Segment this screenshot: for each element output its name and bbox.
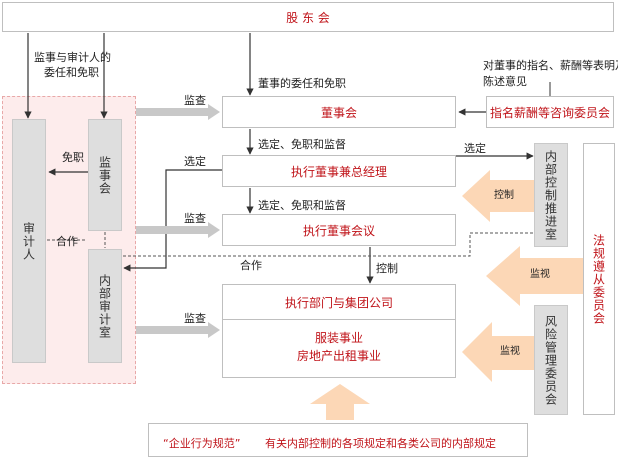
auditor-label: 审计人 [21,221,36,261]
label-select-1: 选定、免职和监督 [258,138,346,151]
label-appoint-director: 董事的委任和免职 [258,77,346,90]
label-select-right: 选定 [464,142,486,155]
rules-up-arrow [310,384,370,420]
rules-box: “企业行为规范” 有关内部控制的各项规定和各类公司的内部规定 [148,423,528,457]
label-audit-1: 监查 [184,94,206,107]
select-line-left [123,169,222,272]
rules-text: 有关内部控制的各项规定和各类公司的内部规定 [265,437,496,450]
departments-title: 执行部门与集团公司 [284,295,393,310]
shareholders-label: 股 东 会 [286,10,330,25]
nomination-committee-box: 指名薪酬等咨询委员会 [486,96,614,128]
auditor-box: 审计人 [12,119,46,363]
label-nomination-note-1: 对董事的指名、薪酬等表明及 [483,59,618,72]
label-monitor-1: 监视 [530,269,550,280]
monitor-arrow-1 [486,246,583,306]
label-monitor-2: 监视 [500,346,520,357]
internal-control-label: 内部控制推进室 [543,149,558,241]
risk-committee-label: 风险管理委员会 [543,314,558,406]
label-audit-3: 监查 [184,312,206,325]
label-cooperate-1: 合作 [56,235,78,248]
risk-committee-box: 风险管理委员会 [534,305,568,415]
cooperate-line-long [123,232,533,257]
exec-meeting-box: 执行董事会议 [222,214,456,246]
label-control-down: 控制 [376,262,398,275]
departments-divider [223,319,455,320]
exec-director-label: 执行董事兼总经理 [290,164,387,179]
rules-quote: “企业行为规范” [163,437,241,450]
shareholders-box: 股 东 会 [2,2,614,32]
label-nomination-note-2: 陈述意见 [483,75,527,88]
label-select-left: 选定 [184,155,206,168]
control-arrow [462,170,534,222]
internal-control-box: 内部控制推进室 [534,143,568,247]
compliance-label: 法规遵从委员会 [591,233,606,325]
label-appoint-supervisor-1: 监事与审计人的 [34,51,111,64]
business-rental: 房地产出租事业 [296,348,381,363]
business-clothing: 服装事业 [314,330,363,345]
exec-director-box: 执行董事兼总经理 [222,155,456,187]
audit-arrow-3 [136,322,220,338]
board-label: 董事会 [320,105,357,120]
label-control-arrow: 控制 [494,190,514,201]
compliance-box: 法规遵从委员会 [583,143,615,415]
supervisors-label: 监事会 [97,155,112,195]
exec-meeting-label: 执行董事会议 [302,223,375,238]
supervisors-box: 监事会 [88,119,122,231]
label-audit-2: 监查 [184,212,206,225]
board-box: 董事会 [222,96,456,128]
label-appoint-supervisor-2: 委任和免职 [44,66,99,79]
departments-box: 执行部门与集团公司 服装事业 房地产出租事业 [222,284,456,378]
label-cooperate-2: 合作 [240,259,262,272]
label-dismiss: 免职 [62,151,84,164]
audit-arrow-1 [136,104,220,120]
monitor-arrow-2 [462,322,534,382]
label-select-2: 选定、免职和监督 [258,199,346,212]
internal-audit-box: 内部审计室 [88,249,122,363]
nomination-committee-label: 指名薪酬等咨询委员会 [489,105,610,120]
internal-audit-label: 内部审计室 [97,273,112,339]
audit-arrow-2 [136,222,220,238]
